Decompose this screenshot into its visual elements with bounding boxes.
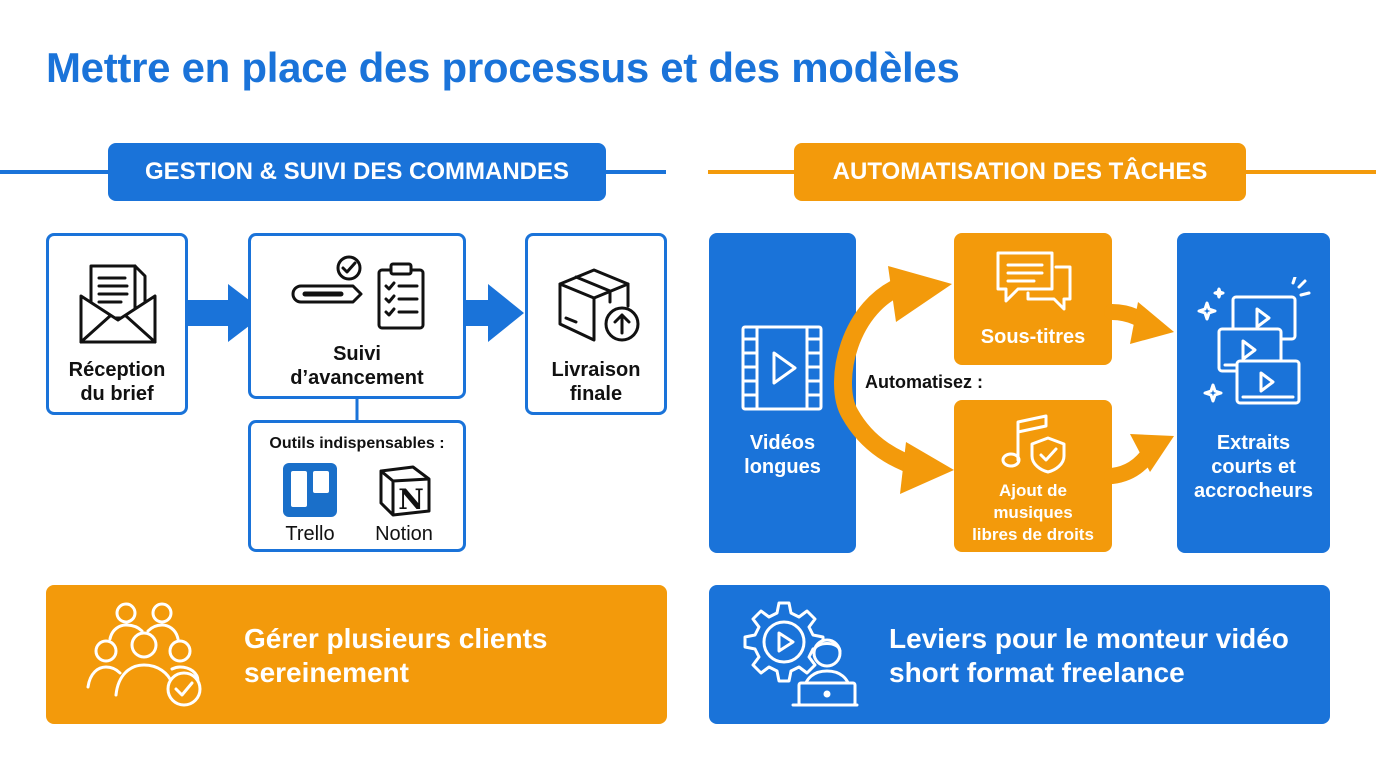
task-music-line2: musiques [993,503,1073,522]
step-progress-tracking: Suivi d’avancement [248,233,466,399]
film-strip-play-icon [741,325,823,411]
tools-box: Outils indispensables : N Trello Notion [248,420,466,552]
task-music-line3: libres de droits [972,525,1094,544]
step-final-delivery: Livraison finale [525,233,667,415]
notion-icon: N [379,465,431,517]
output-line2: courts et [1211,456,1296,478]
step-delivery-line1: Livraison [551,359,641,381]
svg-text:N: N [398,483,424,516]
task-music-line1: Ajout de [999,481,1067,500]
left-flow-connectors [186,284,524,422]
task-royalty-free-music: Ajout de musiques libres de droits [954,400,1112,552]
banner-left-line1: Gérer plusieurs clients [244,623,548,654]
package-delivery-icon [558,268,640,342]
output-line3: accrocheurs [1194,480,1313,502]
step-tracking-line2: d’avancement [290,367,424,389]
section-header-automation: AUTOMATISATION DES TÂCHES [794,143,1246,201]
banner-right-line1: Leviers pour le monteur vidéo [889,623,1289,654]
banner-freelance-levers: Leviers pour le monteur vidéo short form… [709,585,1330,724]
team-check-icon [86,602,202,707]
progress-checklist-icon [291,255,425,330]
trello-icon [283,463,337,517]
page-title: Mettre en place des processus et des mod… [46,44,960,91]
input-line2: longues [744,456,821,478]
step-brief-line2: du brief [80,383,154,405]
automate-label: Automatisez : [863,372,986,393]
banner-manage-clients: Gérer plusieurs clients sereinement [46,585,667,724]
chat-bubbles-icon [996,251,1072,311]
tool-label-notion: Notion [375,523,433,545]
output-line1: Extraits [1216,432,1291,454]
input-line1: Vidéos [749,432,816,454]
task-subtitles: Sous-titres [954,233,1112,365]
arrow-head-music-to-output [1130,434,1174,472]
arc-arrow-head-top [888,266,952,322]
arrow-tracking-to-delivery [448,284,524,342]
arc-arrow-shaft [834,275,929,477]
step-delivery-line2: finale [569,383,623,405]
step-brief-reception: Réception du brief [46,233,188,415]
music-note-shield-icon [1001,414,1066,474]
gear-editor-icon [743,601,859,707]
multiple-videos-sparkle-icon [1197,277,1311,405]
arrow-head-subtitles-to-output [1130,302,1174,344]
tool-label-trello: Trello [285,523,335,545]
section-header-orders: GESTION & SUIVI DES COMMANDES [108,143,606,201]
input-long-videos: Vidéos longues [709,233,856,553]
task-subtitles-label: Sous-titres [980,326,1086,348]
output-short-clips: Extraits courts et accrocheurs [1177,233,1330,553]
automation-flow-arrows [834,266,1174,494]
step-brief-line1: Réception [68,359,166,381]
banner-left-line2: sereinement [244,657,409,688]
arrow-brief-to-tracking [186,284,266,342]
banner-right-line2: short format freelance [889,657,1185,688]
tools-heading: Outils indispensables : [269,435,445,452]
arc-arrow-head-bottom [900,442,954,494]
step-tracking-line1: Suivi [333,343,381,365]
envelope-document-icon [79,264,157,344]
